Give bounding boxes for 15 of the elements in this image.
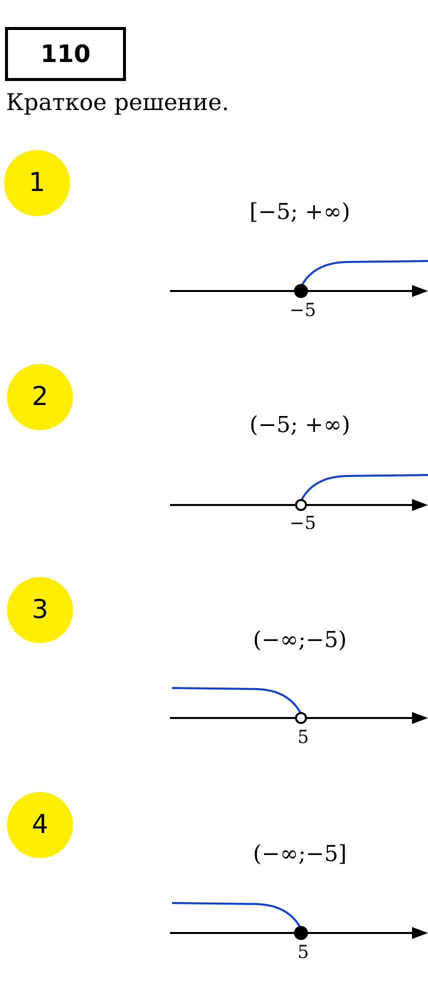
heading: Краткое решение. <box>6 90 230 116</box>
interval: [−5; +∞) <box>250 200 350 225</box>
number-label: 3 <box>32 595 48 625</box>
number-label: 110 <box>40 40 91 68</box>
tick-label: −5 <box>290 300 316 321</box>
interval: (−∞;−5] <box>253 842 347 867</box>
tick-label: 5 <box>298 727 309 748</box>
number-label: 1 <box>28 168 46 198</box>
interval: (−∞;−5) <box>253 628 347 653</box>
tick-label: −5 <box>290 513 316 534</box>
number-label: 4 <box>32 810 48 840</box>
number-box <box>5 27 126 81</box>
tick-label: 5 <box>298 942 309 963</box>
number-label: 2 <box>32 382 48 412</box>
interval: (−5; +∞) <box>250 413 350 438</box>
